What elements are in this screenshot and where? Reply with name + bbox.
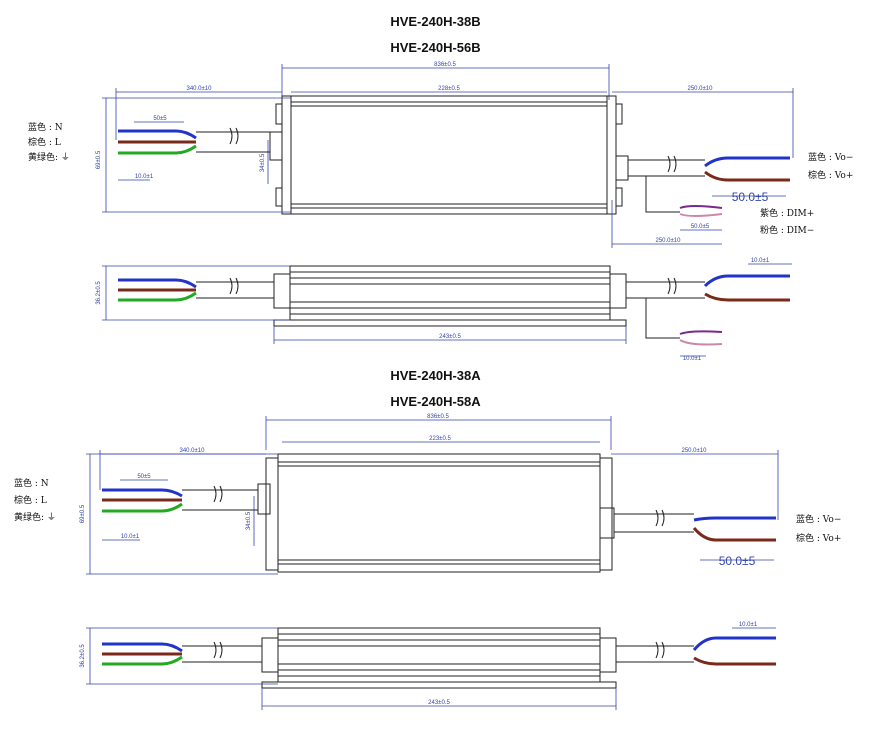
b-side-thickness-dim: 36.2±0.5 <box>96 281 102 305</box>
a-top-output-label-neg: 蓝色 : Vo− <box>796 513 841 525</box>
a-top-input-strip-dim: 50±5 <box>137 474 151 480</box>
b-top-housing <box>269 95 629 215</box>
b-top-input-strip-dim: 50±5 <box>153 116 167 122</box>
title-b-38: HVE-240H-38B <box>390 14 481 29</box>
b-top-input-tin-dim: 10.0±1 <box>135 174 154 180</box>
a-top-output-strip-dim: 50.0±5 <box>719 554 756 568</box>
a-top-view: 836±0.5 223±0.5 340.0±10 250.0±10 69±0.5… <box>14 414 841 575</box>
a-side-total-dim: 243±0.5 <box>428 700 450 706</box>
b-top-dim-label-neg: 粉色 : DIM− <box>760 224 814 236</box>
b-top-height-dim: 69±0.5 <box>96 150 102 169</box>
b-side-total-dim: 243±0.5 <box>439 334 461 340</box>
a-top-output-cable-dim: 250.0±10 <box>682 448 708 454</box>
a-top-input-label-n: 蓝色 : N <box>14 477 49 489</box>
a-top-input-label-ground: 黄绿色: ⏚ <box>14 511 56 523</box>
b-top-output-cable-dim: 250.0±10 <box>688 86 714 92</box>
b-top-body-dim: 228±0.5 <box>438 86 460 92</box>
b-top-output-wires: 50.0±5 50.0±5 250.0±10 <box>611 155 790 248</box>
a-side-tin-dim: 10.0±1 <box>739 622 758 628</box>
title-b-56: HVE-240H-56B <box>390 40 481 55</box>
a-top-body-dim: 223±0.5 <box>429 436 451 442</box>
a-top-height-dim: 69±0.5 <box>80 504 86 523</box>
b-top-gland-dim: 34±0.5 <box>260 153 266 172</box>
a-top-overall-dim: 836±0.5 <box>427 414 449 420</box>
b-side-view: 36.2±0.5 243±0.5 10.0±1 10.0±1 <box>96 258 792 362</box>
a-top-input-wires: 50±5 10.0±1 <box>102 474 258 541</box>
a-side-thickness-dim: 36.2±0.5 <box>80 644 86 668</box>
a-side-view: 36.2±0.5 243±0.5 10.0±1 <box>80 622 776 710</box>
b-top-overall-dim: 836±0.5 <box>434 62 456 68</box>
b-top-output-label-pos: 棕色 : Vo+ <box>808 169 853 181</box>
b-top-dim-label-pos: 紫色 : DIM+ <box>760 207 814 219</box>
b-top-output-strip-dim: 50.0±5 <box>732 190 769 204</box>
b-top-input-wires: 50±5 10.0±1 <box>118 116 270 181</box>
b-side-tin2-dim: 10.0±1 <box>683 356 702 362</box>
b-top-dim-strip-dim: 50.0±5 <box>691 224 710 230</box>
title-a-58: HVE-240H-58A <box>390 394 481 409</box>
a-top-gland-dim: 34±0.5 <box>246 511 252 530</box>
title-a-38: HVE-240H-38A <box>390 368 481 383</box>
a-top-housing <box>257 453 615 573</box>
a-top-output-label-pos: 棕色 : Vo+ <box>796 532 841 544</box>
b-top-output-label-neg: 蓝色 : Vo− <box>808 151 853 163</box>
b-side-tin-dim: 10.0±1 <box>751 258 770 264</box>
b-top-input-label-ground: 黄绿色: ⏚ <box>28 151 70 163</box>
b-top-input-cable-dim: 340.0±10 <box>187 86 213 92</box>
a-top-output-wires: 50.0±5 <box>614 509 776 568</box>
b-top-dim-cable-dim: 250.0±10 <box>656 238 682 244</box>
a-top-input-tin-dim: 10.0±1 <box>121 534 140 540</box>
a-top-input-cable-dim: 340.0±10 <box>180 448 206 454</box>
b-top-input-label-l: 棕色 : L <box>28 136 61 148</box>
a-top-input-label-l: 棕色 : L <box>14 494 47 506</box>
b-top-input-label-n: 蓝色 : N <box>28 121 63 133</box>
b-top-view: 836±0.5 228±0.5 340.0±10 250.0±10 <box>28 62 853 248</box>
